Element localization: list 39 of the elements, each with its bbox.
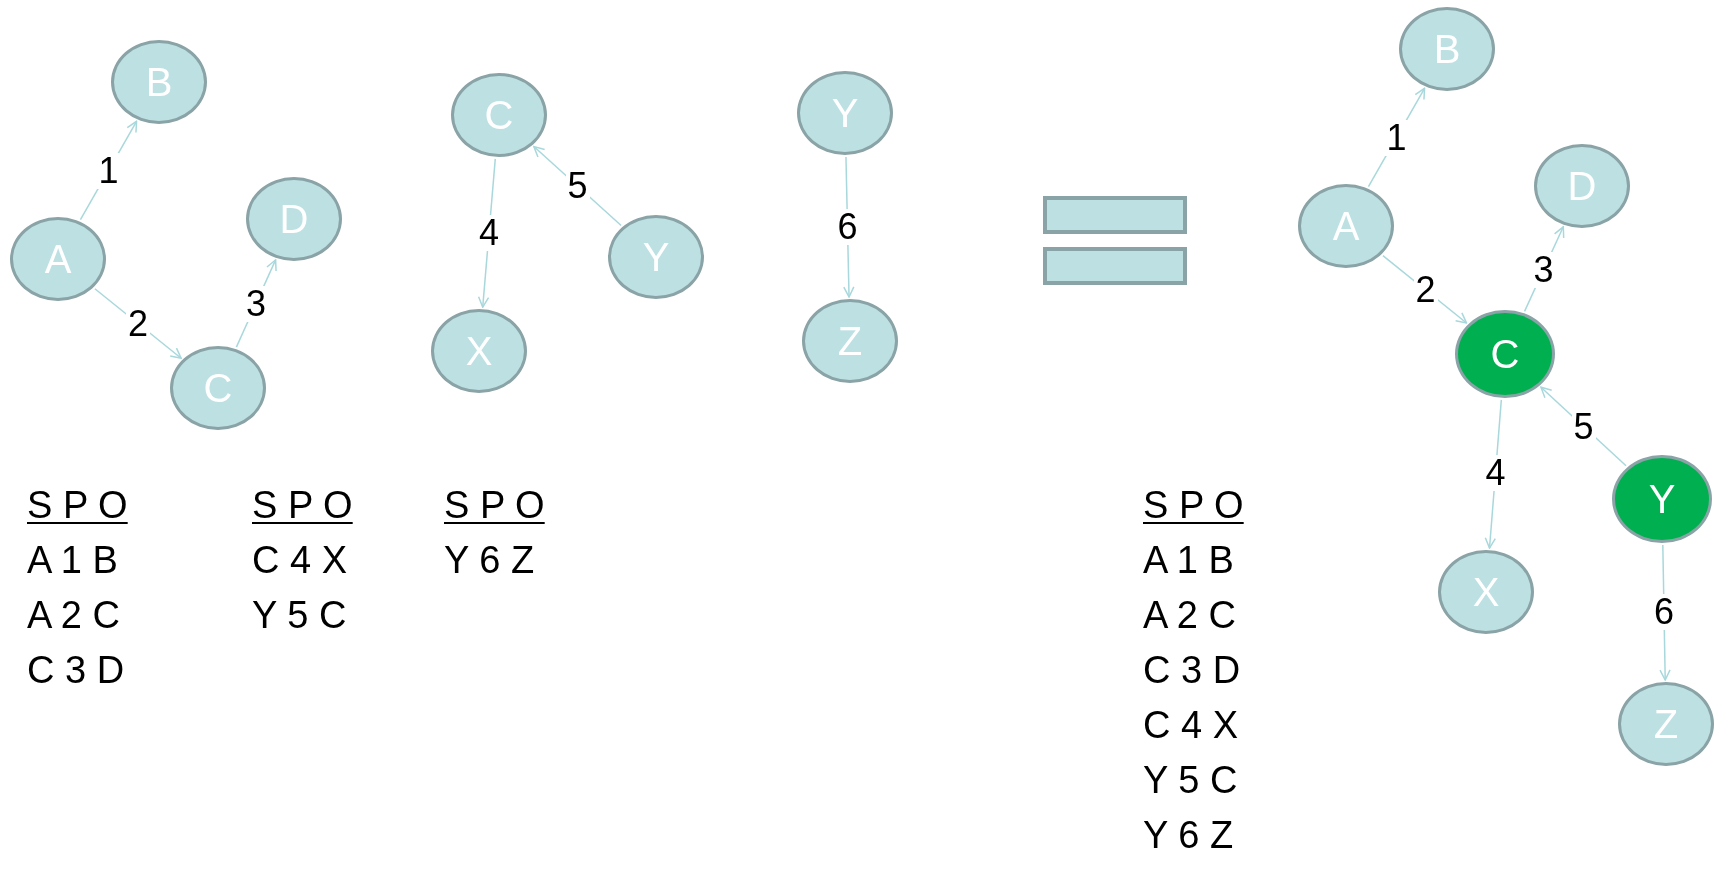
table-header: S P O: [1143, 483, 1244, 528]
triple-row-text: C 4 X: [252, 538, 348, 583]
table-header: S P O: [252, 483, 353, 528]
node-ellipse: C: [1455, 310, 1555, 398]
node-ellipse: X: [1438, 550, 1534, 634]
node-ellipse: Y: [1612, 455, 1712, 543]
node-ellipse: C: [170, 346, 266, 430]
node-ellipse: D: [1534, 144, 1630, 228]
edge-label: 3: [244, 285, 268, 322]
node-ellipse: D: [246, 177, 342, 261]
edge-label: 3: [1531, 252, 1556, 288]
triple-row-text: A 2 C: [1143, 593, 1236, 638]
triple-row-text: A 2 C: [27, 593, 120, 638]
triple-row-text: Y 6 Z: [1143, 813, 1234, 858]
edge-label: 4: [477, 215, 501, 251]
table-header: S P O: [444, 483, 545, 528]
table-header: S P O: [27, 483, 128, 528]
node-ellipse: Z: [1618, 682, 1714, 766]
triple-row-text: C 3 D: [1143, 648, 1241, 693]
triple-row-text: Y 6 Z: [444, 538, 535, 583]
edge-label: 1: [1384, 119, 1409, 156]
node-ellipse: C: [451, 73, 547, 157]
node-ellipse: Z: [802, 299, 898, 383]
node-ellipse: A: [10, 217, 106, 301]
triple-row-text: C 3 D: [27, 648, 125, 693]
node-ellipse: Y: [608, 215, 704, 299]
node-ellipse: B: [111, 40, 207, 124]
triple-row-text: Y 5 C: [252, 593, 347, 638]
node-ellipse: Y: [797, 71, 893, 155]
edge-label: 1: [96, 152, 121, 189]
triple-row-text: A 1 B: [27, 538, 118, 583]
edge-label: 6: [1652, 593, 1676, 630]
node-ellipse: B: [1399, 7, 1495, 91]
edge-label: 4: [1483, 455, 1508, 491]
triple-row-text: C 4 X: [1143, 703, 1239, 748]
triple-row-text: Y 5 C: [1143, 758, 1238, 803]
node-ellipse: A: [1298, 184, 1394, 268]
node-ellipse: X: [431, 309, 527, 393]
triple-row-text: A 1 B: [1143, 538, 1234, 583]
